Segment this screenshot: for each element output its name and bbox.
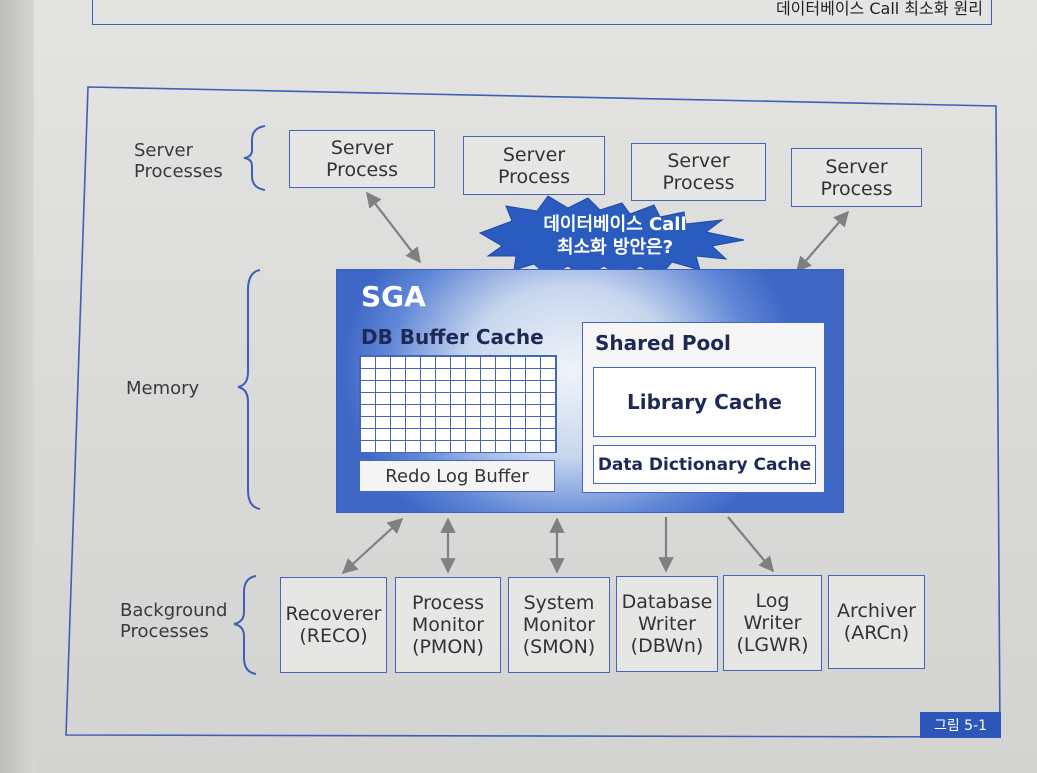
redo-log-buffer: Redo Log Buffer	[359, 460, 555, 492]
server-process-box: Server Process	[463, 136, 605, 195]
arrow-sga-reco	[341, 517, 404, 575]
background-process-arcn: Archiver (ARCn)	[828, 575, 925, 669]
label-server-processes: Server Processes	[134, 140, 223, 182]
header-title: 데이터베이스 Call 최소화 원리	[775, 0, 983, 18]
background-process-dbwn: Database Writer (DBWn)	[616, 576, 718, 672]
sga-title: SGA	[361, 280, 426, 313]
page-header: 데이터베이스 Call 최소화 원리	[92, 0, 992, 25]
server-brace	[243, 125, 266, 191]
arrow-server4-sga	[795, 210, 850, 273]
callout-text: 데이터베이스 Call 최소화 방안은?	[500, 213, 730, 259]
label-background-processes: Background Processes	[120, 600, 228, 642]
server-process-box: Server Process	[631, 143, 766, 201]
db-buffer-cache-grid	[359, 355, 557, 453]
background-brace	[233, 575, 257, 675]
sga-block: SGA DB Buffer Cache Redo Log Buffer Shar…	[336, 269, 844, 513]
callout-line-1: 데이터베이스 Call	[543, 214, 687, 235]
callout-line-2: 최소화 방안은?	[556, 237, 674, 258]
db-buffer-cache-title: DB Buffer Cache	[361, 325, 544, 349]
shared-pool: Shared Pool Library Cache Data Dictionar…	[582, 322, 825, 493]
library-cache: Library Cache	[593, 367, 816, 437]
server-process-box: Server Process	[289, 130, 435, 188]
data-dictionary-cache: Data Dictionary Cache	[593, 445, 816, 484]
arrow-server1-sga	[366, 191, 421, 264]
background-process-pmon: Process Monitor (PMON)	[395, 577, 501, 673]
shared-pool-title: Shared Pool	[595, 331, 731, 355]
label-memory: Memory	[126, 378, 200, 399]
figure-label: 그림 5-1	[920, 712, 1001, 738]
background-process-reco: Recoverer (RECO)	[280, 577, 387, 673]
background-process-lgwr: Log Writer (LGWR)	[723, 575, 822, 671]
page-binding-edge	[0, 0, 34, 773]
arrow-sga-lgwr	[727, 516, 774, 573]
memory-brace	[237, 269, 261, 510]
background-process-smon: System Monitor (SMON)	[508, 577, 610, 673]
server-process-box: Server Process	[791, 148, 922, 207]
